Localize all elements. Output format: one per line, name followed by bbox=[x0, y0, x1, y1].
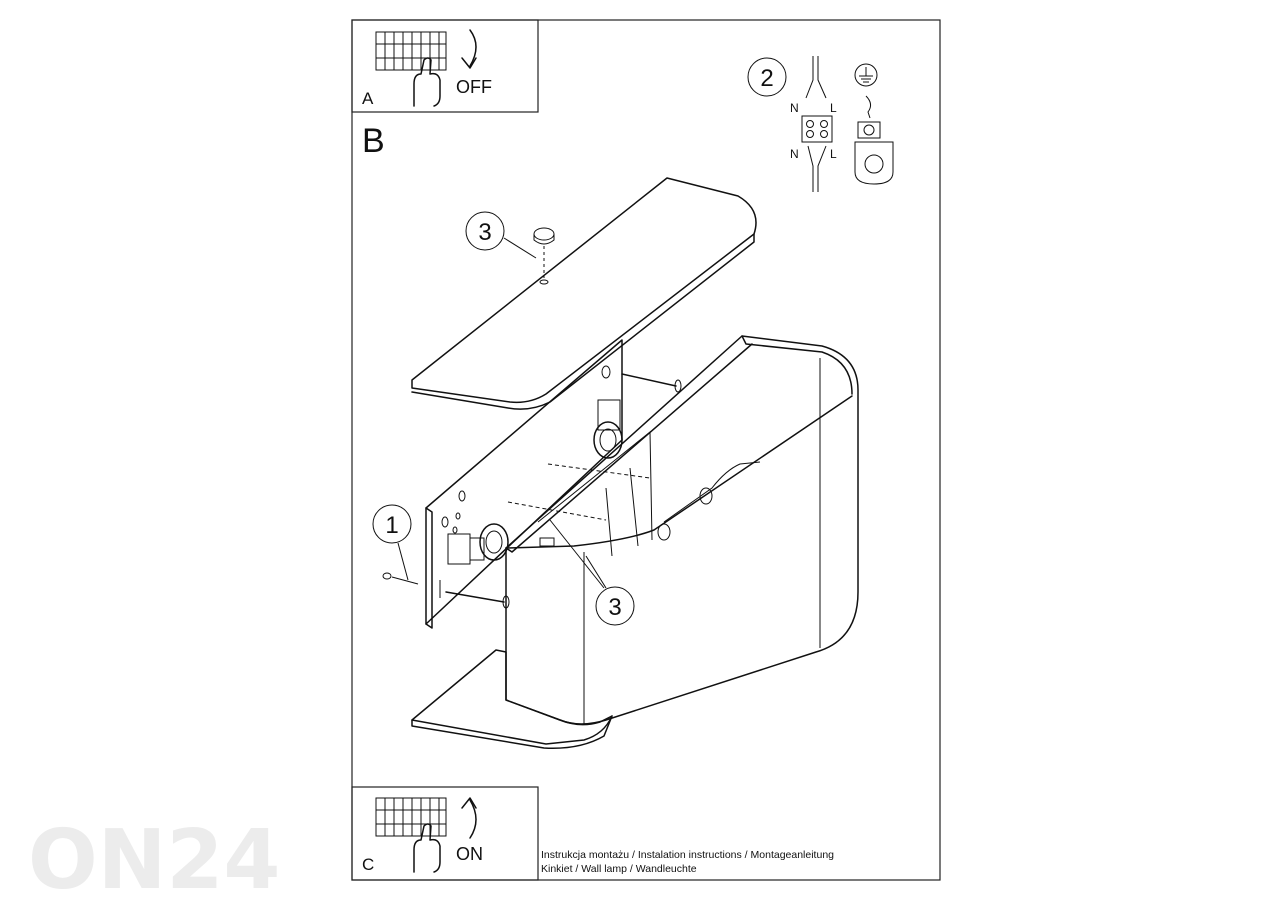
callout-3-top: 3 bbox=[465, 211, 537, 259]
wire-label-l-bottom: L bbox=[830, 147, 837, 161]
panel-a-letter: A bbox=[362, 89, 374, 108]
lamp-socket-left bbox=[447, 523, 509, 565]
panel-c-letter: C bbox=[362, 855, 374, 874]
panel-b-letter: B bbox=[362, 122, 385, 160]
wire-label-l-top: L bbox=[830, 101, 837, 115]
wire-label-n-bottom: N bbox=[790, 147, 799, 161]
bottom-cover-plate bbox=[411, 649, 613, 745]
lamp-socket-right bbox=[593, 399, 623, 459]
cover-screw bbox=[533, 227, 555, 285]
svg-text:3: 3 bbox=[608, 594, 621, 621]
page-frame bbox=[351, 19, 941, 881]
callout-3-bottom: 3 bbox=[549, 519, 635, 626]
wiring-diagram: 2 N L N L bbox=[747, 56, 894, 192]
breaker-panel-icon bbox=[375, 797, 447, 837]
breaker-panel-icon bbox=[375, 31, 447, 71]
switch-arrow-icon bbox=[461, 29, 477, 69]
lamp-exploded-view: 3 bbox=[372, 177, 859, 749]
wall-screw-lower bbox=[445, 591, 510, 609]
wall-screw-upper bbox=[601, 365, 682, 393]
svg-text:3: 3 bbox=[478, 219, 491, 246]
caption-line-1: Instrukcja montażu / Instalation instruc… bbox=[541, 849, 834, 861]
ground-symbol-icon bbox=[854, 63, 878, 119]
caption: Instrukcja montażu / Instalation instruc… bbox=[541, 849, 834, 875]
panel-a: A OFF bbox=[351, 19, 539, 113]
panel-c-action: ON bbox=[456, 844, 483, 864]
wire-label-n-top: N bbox=[790, 101, 799, 115]
panel-a-action: OFF bbox=[456, 77, 492, 97]
caption-line-2: Kinkiet / Wall lamp / Wandleuchte bbox=[541, 863, 697, 875]
ground-clamp-icon bbox=[854, 121, 894, 185]
terminal-block-icon bbox=[801, 56, 833, 192]
callout-1: 1 bbox=[372, 504, 412, 581]
panel-c: C ON bbox=[351, 786, 539, 881]
panel-c-frame bbox=[351, 786, 539, 881]
panel-a-frame bbox=[351, 19, 539, 113]
watermark: ON24 bbox=[28, 813, 280, 908]
switch-arrow-icon bbox=[461, 797, 477, 839]
watermark-text: ON24 bbox=[28, 813, 280, 908]
hand-icon bbox=[413, 57, 441, 107]
step-2-number: 2 bbox=[760, 65, 773, 92]
step-2-circle bbox=[747, 57, 787, 97]
hand-icon bbox=[413, 823, 441, 873]
top-cover-plate bbox=[411, 177, 757, 404]
svg-text:1: 1 bbox=[385, 512, 398, 539]
wall-plug bbox=[382, 572, 419, 585]
